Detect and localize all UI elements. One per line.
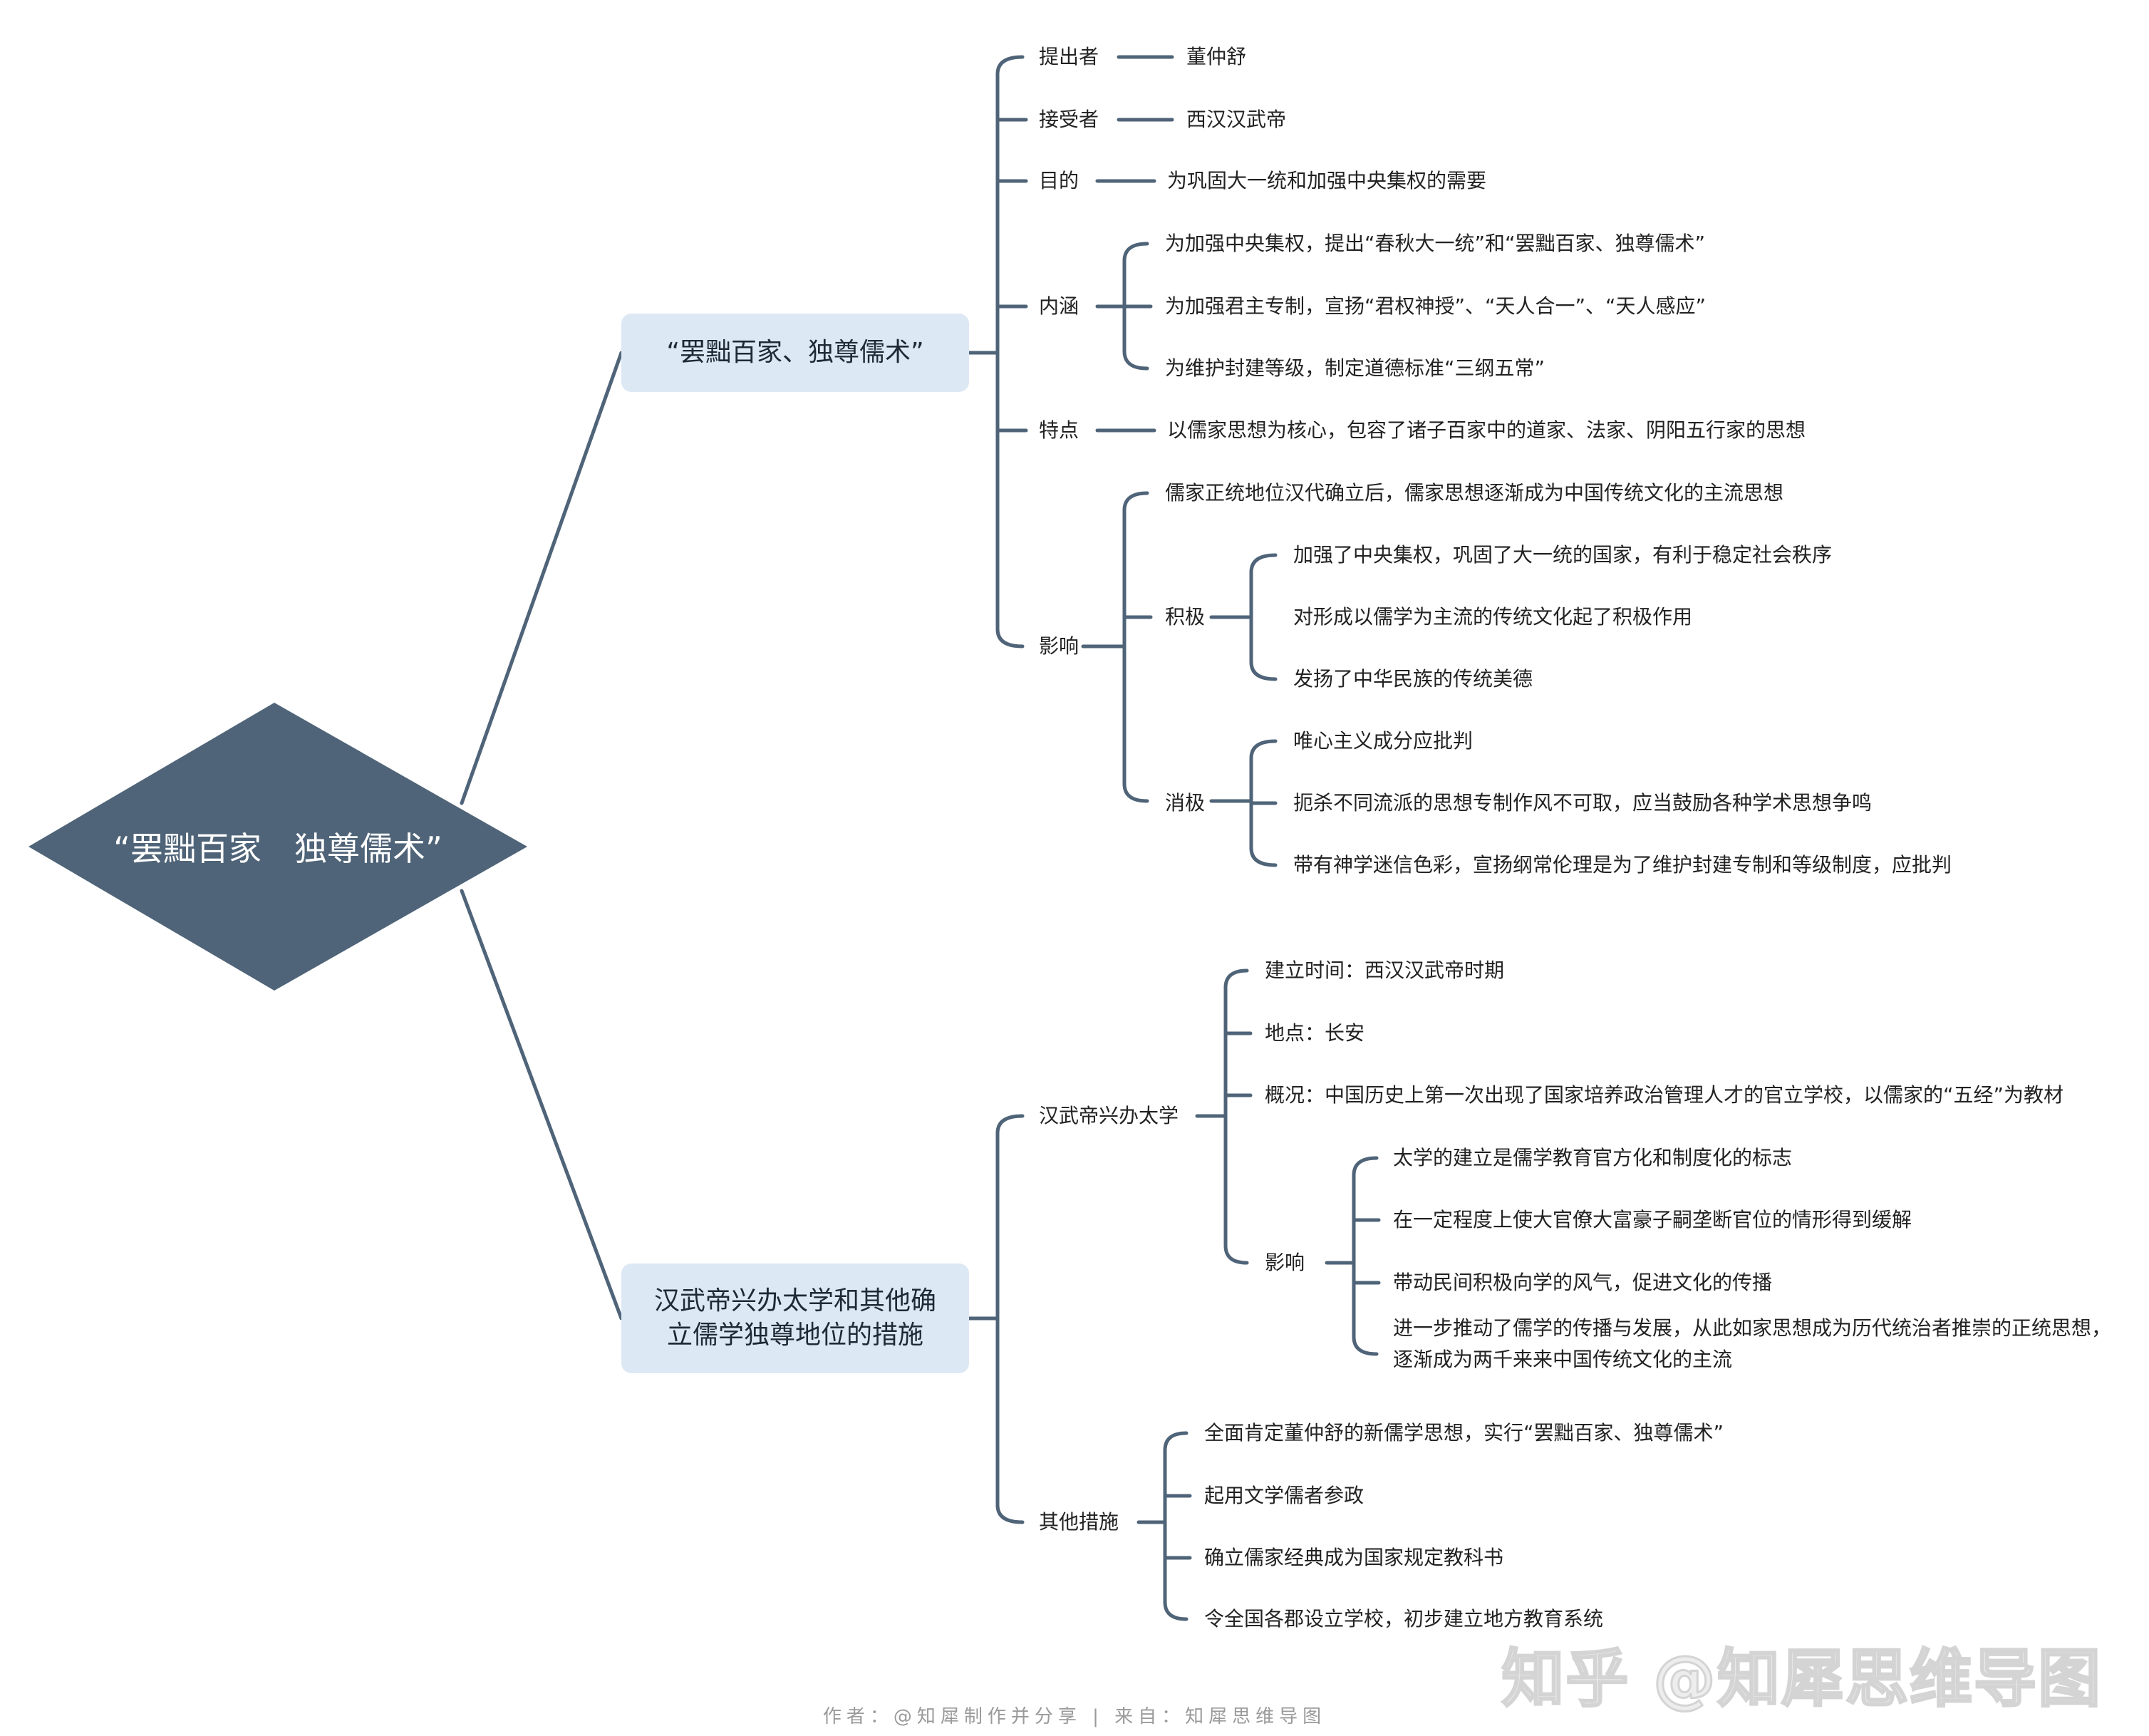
connotation-item[interactable]: 为加强君主专制，宣扬“君权神授”、“天人合一”、“天人感应”	[1165, 294, 1707, 318]
influence-key[interactable]: 影响	[1039, 634, 1079, 658]
other-item[interactable]: 确立儒家经典成为国家规定教科书	[1204, 1546, 1504, 1569]
taixue-influence-item-last[interactable]: 进一步推动了儒学的传播与发展，从此如家思想成为历代统治者推崇的正统思想， 逐渐成…	[1393, 1313, 2111, 1375]
negative-item[interactable]: 唯心主义成分应批判	[1293, 729, 1474, 753]
connotation-key[interactable]: 内涵	[1039, 294, 1079, 318]
negative-item[interactable]: 带有神学迷信色彩，宣扬纲常伦理是为了维护封建专制和等级制度，应批判	[1293, 853, 1952, 877]
purpose-key[interactable]: 目的	[1039, 169, 1079, 192]
connotation-item[interactable]: 为加强中央集权，提出“春秋大一统”和“罢黜百家、独尊儒术”	[1165, 232, 1706, 255]
watermark: 知乎 @知犀思维导图	[1501, 1641, 2102, 1717]
proposer-key[interactable]: 提出者	[1039, 45, 1099, 68]
bracket-branch2	[967, 1114, 1025, 1524]
taixue-place[interactable]: 地点：长安	[1265, 1021, 1365, 1045]
influence-lead[interactable]: 儒家正统地位汉代确立后，儒家思想逐渐成为中国传统文化的主流思想	[1165, 481, 1784, 505]
taixue-influence-item[interactable]: 在一定程度上使大官僚大富豪子嗣垄断官位的情形得到缓解	[1393, 1208, 1912, 1231]
positive-item[interactable]: 发扬了中华民族的传统美德	[1293, 667, 1533, 691]
branch2-node[interactable]: 汉武帝兴办太学和其他确 立儒学独尊地位的措施	[621, 1264, 969, 1373]
positive-item[interactable]: 加强了中央集权，巩固了大一统的国家，有利于稳定社会秩序	[1293, 543, 1833, 567]
other-item[interactable]: 全面肯定董仲舒的新儒学思想，实行“罢黜百家、独尊儒术”	[1204, 1421, 1724, 1445]
taixue-key[interactable]: 汉武帝兴办太学	[1039, 1104, 1179, 1127]
bracket-connotation	[1095, 242, 1153, 371]
acceptor-value[interactable]: 西汉汉武帝	[1186, 108, 1287, 131]
connotation-item[interactable]: 为维护封建等级，制定道德标准“三纲五常”	[1165, 356, 1545, 380]
bracket-taixue	[1195, 968, 1253, 1265]
branch2-label-line2: 立儒学独尊地位的措施	[666, 1321, 923, 1350]
acceptor-key[interactable]: 接受者	[1039, 108, 1099, 131]
taixue-influence-last-line2: 逐渐成为两千来来中国传统文化的主流	[1393, 1348, 1733, 1371]
other-item[interactable]: 令全国各郡设立学校，初步建立地方教育系统	[1204, 1607, 1604, 1631]
other-item[interactable]: 起用文学儒者参政	[1204, 1484, 1365, 1507]
branch1-label: “罢黜百家、独尊儒术”	[666, 338, 924, 367]
connector-root-branch2	[460, 889, 623, 1321]
feature-key[interactable]: 特点	[1039, 418, 1079, 442]
branch1-node[interactable]: “罢黜百家、独尊儒术”	[621, 314, 969, 392]
bracket-positive	[1209, 553, 1278, 681]
bracket-influence	[1081, 491, 1153, 803]
positive-key[interactable]: 积极	[1165, 605, 1206, 629]
feature-value[interactable]: 以儒家思想为核心，包容了诸子百家中的道家、法家、阴阳五行家的思想	[1167, 418, 1806, 442]
root-diamond-shape	[29, 703, 527, 991]
bracket-taixue-influence	[1325, 1156, 1381, 1356]
footer-credit: 作者：@知犀制作并分享 | 来自：知犀思维导图	[822, 1706, 1327, 1727]
taixue-influence-item[interactable]: 带动民间积极向学的风气，促进文化的传播	[1393, 1271, 1773, 1294]
negative-key[interactable]: 消极	[1165, 791, 1206, 815]
taixue-influence-item[interactable]: 太学的建立是儒学教育官方化和制度化的标志	[1393, 1146, 1793, 1169]
taixue-influence-key[interactable]: 影响	[1265, 1251, 1305, 1274]
bracket-other	[1136, 1431, 1192, 1621]
connector-root-branch1	[460, 351, 623, 805]
positive-item[interactable]: 对形成以儒学为主流的传统文化起了积极作用	[1293, 605, 1693, 629]
taixue-influence-last-line1: 进一步推动了儒学的传播与发展，从此如家思想成为历代统治者推崇的正统思想，	[1393, 1316, 2112, 1340]
other-key[interactable]: 其他措施	[1039, 1510, 1119, 1534]
branch2-label-line1: 汉武帝兴办太学和其他确	[653, 1286, 936, 1316]
root-node[interactable]: “罢黜百家 独尊儒术”	[29, 703, 527, 991]
root-label: “罢黜百家 独尊儒术”	[113, 830, 442, 868]
taixue-time[interactable]: 建立时间：西汉汉武帝时期	[1265, 959, 1505, 982]
proposer-value[interactable]: 董仲舒	[1186, 45, 1247, 68]
bracket-branch1	[967, 55, 1028, 649]
negative-item[interactable]: 扼杀不同流派的思想专制作风不可取，应当鼓励各种学术思想争鸣	[1293, 791, 1873, 815]
taixue-overview[interactable]: 概况：中国历史上第一次出现了国家培养政治管理人才的官立学校，以儒家的“五经”为教…	[1265, 1083, 2064, 1107]
bracket-negative	[1209, 739, 1278, 867]
purpose-value[interactable]: 为巩固大一统和加强中央集权的需要	[1167, 169, 1487, 192]
